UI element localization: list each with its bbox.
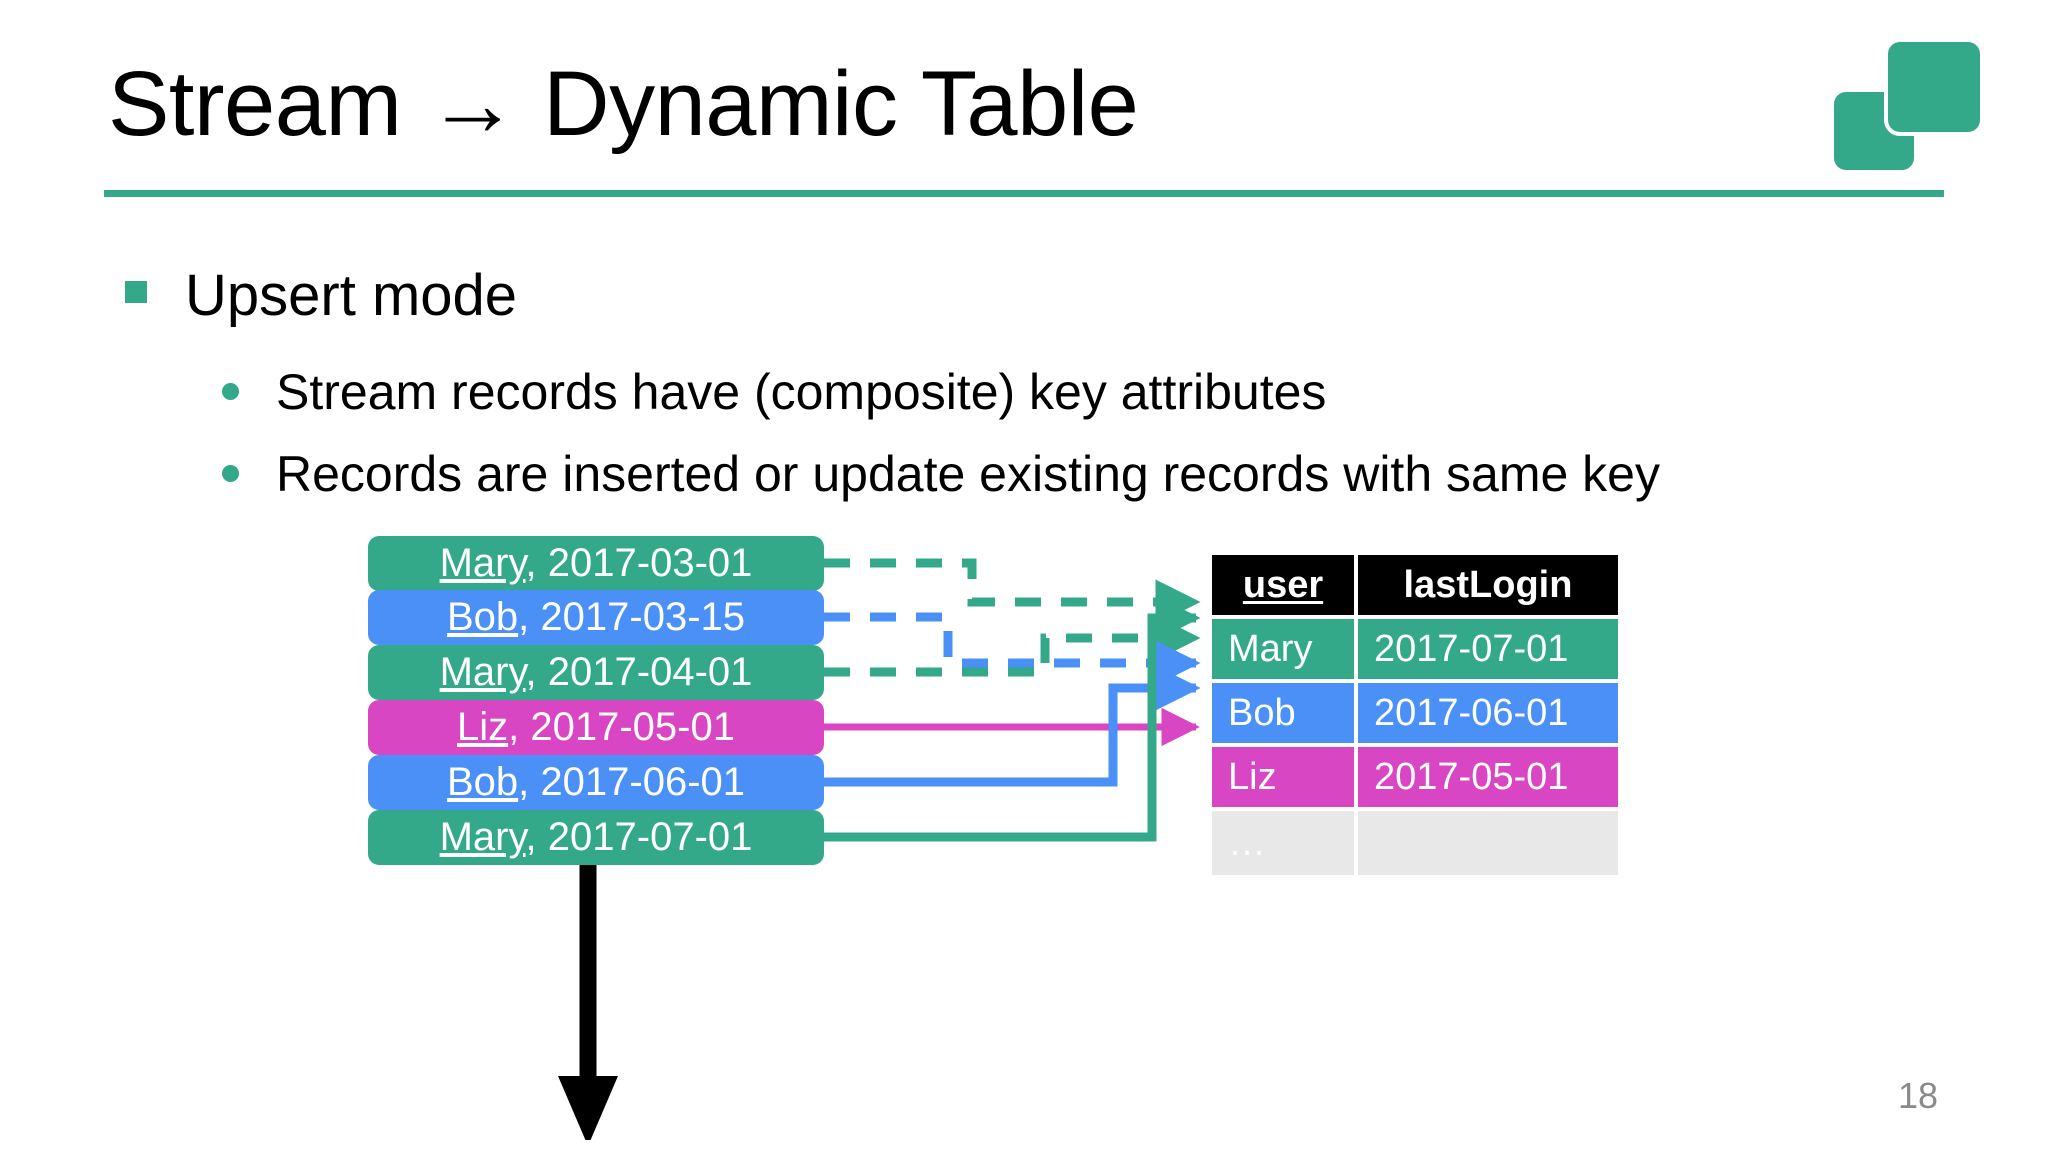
cell-lastlogin: 2017-07-01 (1358, 619, 1618, 683)
cell-user: Mary (1212, 619, 1358, 683)
stream-record[interactable]: Mary, 2017-07-01 (368, 810, 824, 865)
record-value: 2017-06-01 (540, 760, 745, 804)
bullet-level1-label: Upsert mode (185, 263, 518, 328)
diagram-connectors (558, 538, 1201, 1140)
connector-bob-0601 (824, 665, 1201, 787)
cell-lastlogin: 2017-05-01 (1358, 747, 1618, 811)
record-value: 2017-03-15 (540, 595, 745, 639)
record-value: 2017-04-01 (547, 650, 753, 694)
record-sep: , (518, 760, 541, 804)
stream-record[interactable]: Liz, 2017-05-01 (368, 700, 824, 755)
title-divider (104, 190, 1944, 197)
stream-record[interactable]: Bob, 2017-06-01 (368, 755, 824, 810)
table-row[interactable]: … (1212, 811, 1618, 875)
cell-user: Liz (1212, 747, 1358, 811)
connector-bob-0315 (824, 612, 1201, 686)
dot-bullet-icon (222, 383, 239, 400)
column-header-user-label: user (1242, 563, 1324, 606)
record-value: 2017-03-01 (547, 541, 753, 585)
two-squares-logo-icon (1834, 38, 1994, 170)
stream-to-table-diagram: Mary, 2017-03-01 Bob, 2017-03-15 Mary, 2… (0, 520, 2048, 1140)
cell-lastlogin (1358, 811, 1618, 875)
record-key: Mary (439, 650, 526, 694)
record-key: Mary (439, 541, 526, 585)
record-key: Liz (457, 705, 509, 749)
page-number: 18 (1898, 1075, 1939, 1116)
table-row[interactable]: Bob 2017-06-01 (1212, 683, 1618, 747)
table-row[interactable]: Mary 2017-07-01 (1212, 619, 1618, 683)
stream-record[interactable]: Mary, 2017-04-01 (368, 645, 824, 700)
record-sep: , (508, 705, 531, 749)
record-sep: , (525, 541, 548, 585)
connector-mary-0701 (824, 595, 1201, 842)
column-header-lastlogin-label: lastLogin (1403, 563, 1573, 606)
cell-lastlogin: 2017-06-01 (1358, 683, 1618, 747)
bullet-level2-composite-key: Stream records have (composite) key attr… (222, 363, 1326, 421)
column-header-lastlogin[interactable]: lastLogin (1358, 555, 1618, 619)
square-bullet-icon (125, 281, 147, 303)
stream-record[interactable]: Bob, 2017-03-15 (368, 590, 824, 645)
bullet-level2-upsert-semantics: Records are inserted or update existing … (222, 445, 1660, 503)
bullet-level1-upsert: Upsert mode (125, 262, 517, 329)
connector-mary-0401 (824, 615, 1201, 677)
dynamic-table: user lastLogin Mary 2017-07-01 Bob 2017-… (1212, 555, 1618, 875)
record-value: 2017-05-01 (530, 705, 735, 749)
bullet-level2-label: Stream records have (composite) key attr… (276, 364, 1327, 420)
connector-mary-0301 (824, 558, 1201, 625)
table-row[interactable]: Liz 2017-05-01 (1212, 747, 1618, 811)
page-title: Stream → Dynamic Table (108, 53, 1139, 155)
record-value: 2017-07-01 (547, 815, 753, 859)
cell-user: Bob (1212, 683, 1358, 747)
record-key: Bob (446, 595, 519, 639)
cell-user: … (1212, 811, 1358, 875)
record-sep: , (525, 815, 548, 859)
logo-square-front (1884, 38, 1984, 136)
dot-bullet-icon (222, 465, 239, 482)
record-sep: , (525, 650, 548, 694)
table-header-row: user lastLogin (1212, 555, 1618, 619)
record-key: Mary (439, 815, 526, 859)
stream-record[interactable]: Mary, 2017-03-01 (368, 536, 824, 591)
column-header-user[interactable]: user (1212, 555, 1358, 619)
record-key: Bob (446, 760, 519, 804)
record-sep: , (518, 595, 541, 639)
bullet-level2-label: Records are inserted or update existing … (276, 446, 1660, 502)
